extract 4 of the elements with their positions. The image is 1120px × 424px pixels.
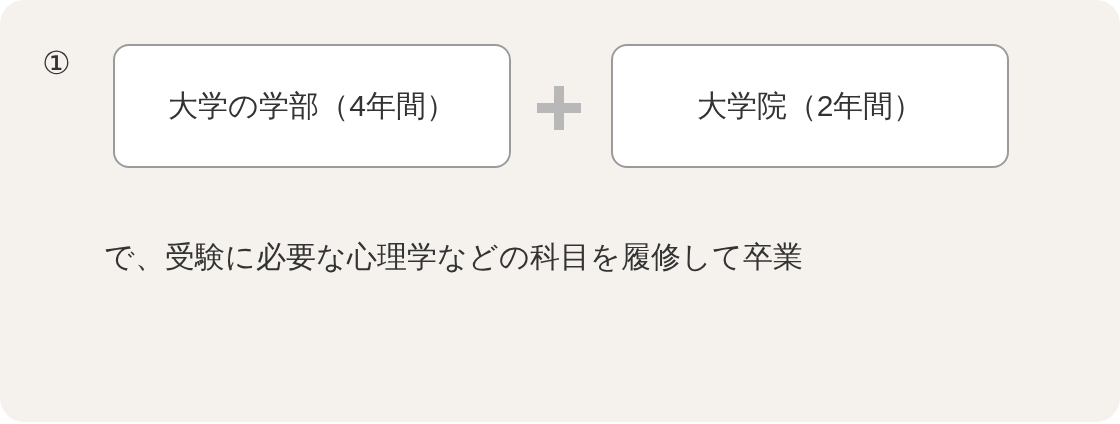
step-number: ① xyxy=(42,47,71,79)
course-box: 大学院（2年間） xyxy=(611,44,1009,168)
course-box: 大学の学部（4年間） xyxy=(113,44,511,168)
description-text: で、受験に必要な心理学などの科目を履修して卒業 xyxy=(104,242,803,272)
